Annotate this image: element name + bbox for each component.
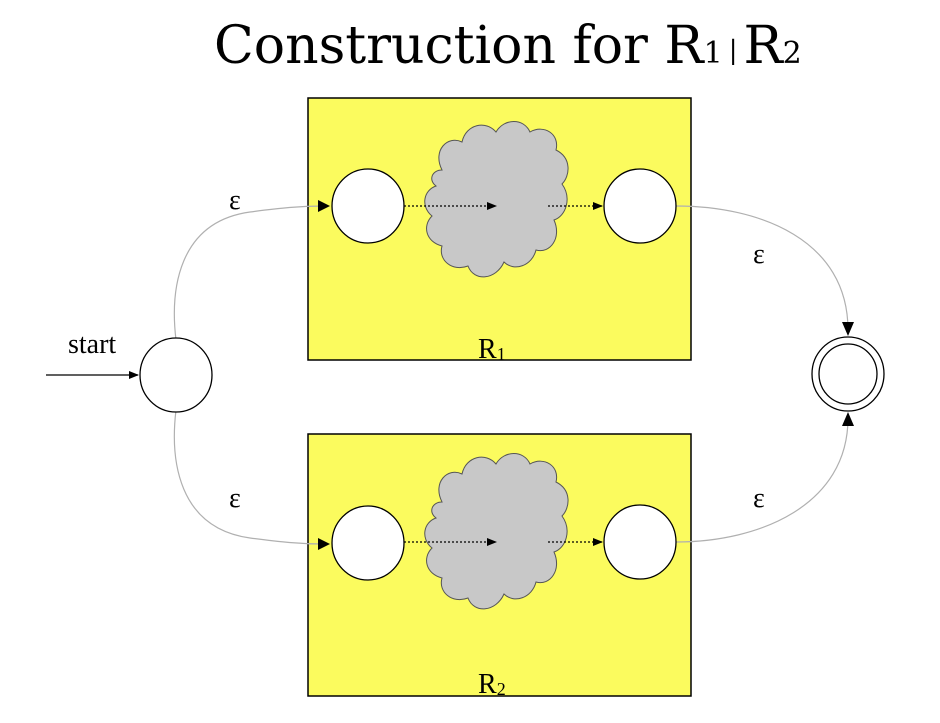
edge-start-to-r1 [173, 205, 325, 341]
title-r2: R [743, 16, 783, 76]
title-subscript-2: 2 [782, 36, 802, 71]
state-r2-out [603, 504, 677, 580]
label-box-r2: R2 [478, 669, 506, 700]
arrowhead-into-final-top [842, 322, 854, 336]
state-r2-in [331, 505, 405, 581]
title-main: Construction for R [214, 16, 704, 76]
state-r1-in [331, 168, 405, 244]
label-box-r2-name: R [478, 669, 497, 700]
edge-start-to-r2 [173, 409, 325, 545]
label-epsilon-bottom-right: ε [753, 483, 765, 514]
label-epsilon-bottom-left: ε [229, 483, 241, 514]
label-box-r1-sub: 1 [497, 344, 506, 364]
edge-r1-to-final [675, 205, 849, 331]
label-box-r2-sub: 2 [497, 679, 506, 699]
cloud-shape-r2 [424, 453, 569, 610]
edge-r2-to-final [675, 417, 849, 543]
arrowhead-into-r1-start [318, 200, 330, 212]
label-box-r1-name: R [478, 334, 497, 365]
label-epsilon-top-left: ε [229, 185, 241, 216]
label-box-r1: R1 [478, 334, 506, 365]
arrowhead-into-final-bottom [842, 412, 854, 426]
title-separator: | [728, 36, 738, 66]
arrowhead-into-r2-start [318, 538, 330, 550]
state-r1-out [603, 168, 677, 244]
state-start [139, 337, 213, 413]
slide-title: Construction for R1|R2 [214, 20, 802, 72]
cloud-shape-r1 [424, 121, 569, 278]
label-epsilon-top-right: ε [753, 239, 765, 270]
state-final-inner [818, 343, 878, 405]
label-start: start [68, 329, 116, 360]
title-subscript-1: 1 [703, 36, 723, 71]
